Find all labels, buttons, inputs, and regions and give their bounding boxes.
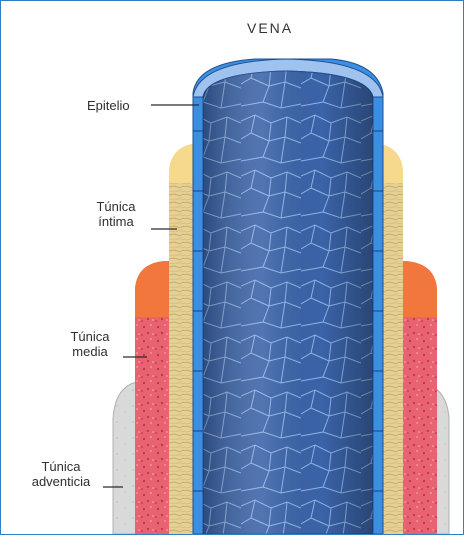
diagram-title: VENA: [247, 21, 293, 36]
label-epitelio: Epitelio: [87, 98, 130, 113]
label-tunica-intima-line2: íntima: [81, 214, 151, 229]
label-tunica-media-line1: Túnica: [57, 329, 123, 344]
label-tunica-adventicia: Túnica adventicia: [17, 459, 105, 489]
label-tunica-intima: Túnica íntima: [81, 199, 151, 229]
label-tunica-intima-line1: Túnica: [81, 199, 151, 214]
label-tunica-media-line2: media: [57, 344, 123, 359]
label-tunica-adventicia-line1: Túnica: [17, 459, 105, 474]
lumen-shading: [203, 71, 373, 534]
label-tunica-adventicia-line2: adventicia: [17, 474, 105, 489]
label-tunica-media: Túnica media: [57, 329, 123, 359]
